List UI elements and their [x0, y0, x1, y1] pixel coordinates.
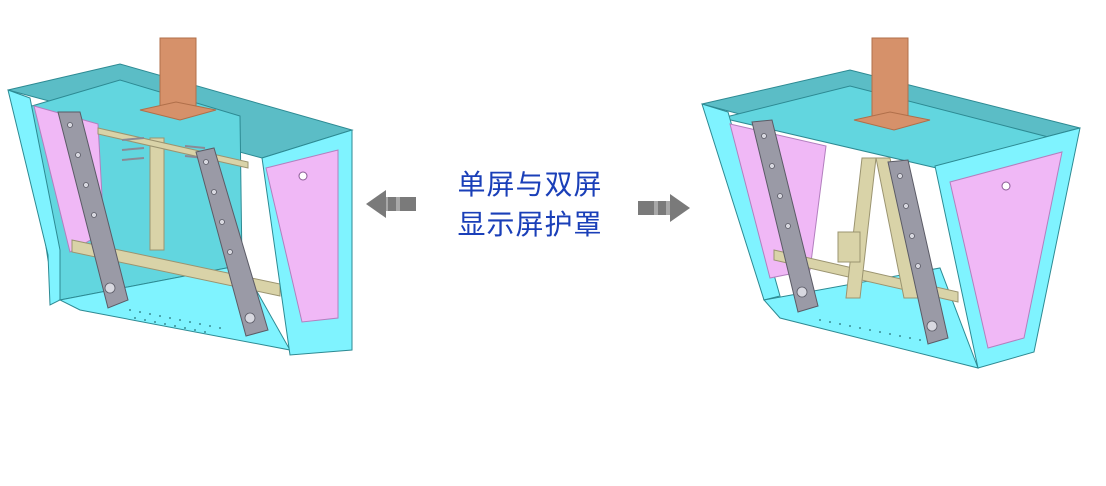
side-panel-hole-2: [1001, 181, 1011, 191]
left-pole: [159, 37, 197, 113]
left-back-bolts: [121, 137, 206, 161]
single-screen-housing: [7, 37, 354, 356]
right-center-clamp: [837, 231, 861, 263]
caption: 单屏与双屏 显示屏护罩: [420, 165, 640, 245]
right-bracket-b: [887, 159, 949, 345]
left-center-post: [149, 137, 165, 251]
caption-line-1: 单屏与双屏: [457, 168, 603, 201]
left-pole-flange: [139, 101, 217, 121]
caption-line-2: 显示屏护罩: [457, 208, 603, 241]
left-bracket-b: [195, 147, 269, 337]
side-panel-hole: [298, 171, 308, 181]
right-bracket-holes: [761, 133, 938, 332]
right-side-pink-panel-2: [949, 151, 1063, 349]
arrow-right-icon: [638, 194, 690, 222]
right-pole-flange: [853, 111, 931, 131]
left-bracket-a: [57, 111, 129, 309]
left-bracket-holes: [67, 122, 256, 324]
right-side-pink-panel: [265, 149, 339, 323]
arrow-left-icon: [366, 190, 416, 218]
left-rail-lower: [71, 239, 281, 297]
right-bracket-a: [751, 119, 819, 313]
right-housing-left-frame: [701, 103, 781, 301]
double-screen-housing: [701, 37, 1081, 369]
right-pole: [871, 37, 909, 125]
left-bottom-vents: [129, 309, 221, 333]
